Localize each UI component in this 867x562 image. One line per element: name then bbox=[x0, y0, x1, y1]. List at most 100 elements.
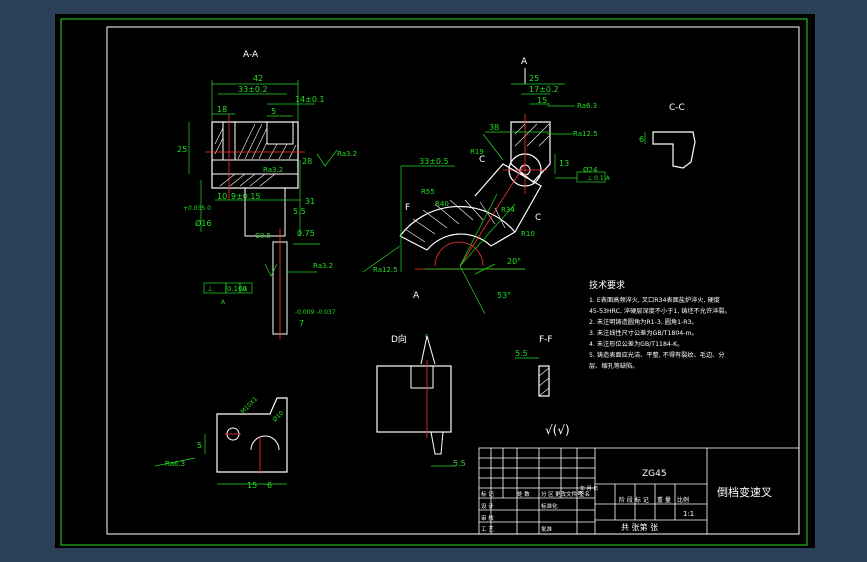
svg-text:标准化: 标准化 bbox=[541, 502, 558, 510]
gdt-symbol: ⊥ bbox=[207, 285, 213, 293]
dim-10: 10 bbox=[217, 192, 227, 201]
arrow-a-bottom: A bbox=[413, 291, 420, 301]
section-ff-view: F-F 5.5 √(√) bbox=[515, 335, 570, 437]
view-d-label: D向 bbox=[391, 333, 407, 345]
ra32-a: Ra3.2 bbox=[337, 150, 357, 158]
m-r10: R10 bbox=[521, 230, 535, 238]
bl-dim-6: 6 bbox=[267, 481, 272, 490]
ff-dim-55: 5.5 bbox=[515, 349, 528, 358]
dim-42: 42 bbox=[253, 74, 263, 83]
m-dim-15: 15 bbox=[537, 96, 547, 105]
svg-text:工 艺: 工 艺 bbox=[481, 526, 494, 533]
svg-text:层、缩孔等缺陷。: 层、缩孔等缺陷。 bbox=[589, 362, 639, 370]
part-name: 倒档变速叉 bbox=[717, 485, 772, 499]
m-ra63: Ra6.3 bbox=[577, 102, 597, 110]
dim-25: 25 bbox=[177, 145, 187, 154]
arrow-c-1: C bbox=[479, 155, 485, 165]
tech-title: 技术要求 bbox=[589, 279, 625, 291]
dim-9: 9±0.15 bbox=[231, 192, 261, 201]
arrow-a-top: A bbox=[521, 57, 528, 67]
gdt-value: 0.100 bbox=[227, 285, 247, 293]
sheet-count: 共 张第 张 bbox=[621, 522, 658, 532]
section-cc-view: C-C 6 bbox=[639, 103, 696, 169]
ra32-c: Ra3.2 bbox=[313, 262, 333, 270]
m-gdt: ⊥ 0.1 A bbox=[587, 175, 611, 182]
m-r40: R40 bbox=[435, 200, 449, 208]
dim-075: 0.75 bbox=[297, 229, 315, 238]
bl-d9: Ø10 bbox=[271, 410, 285, 424]
dim-16: Ø16 bbox=[195, 218, 211, 228]
c05: C0.5 bbox=[255, 232, 271, 240]
bl-dim-15: 15 bbox=[247, 481, 257, 490]
bottom-left-view: 5 15 6 Ra6.3 M10X1 Ø10 bbox=[154, 396, 288, 490]
technical-requirements: 技术要求 1. E表面高频淬火, 叉口R34表面盐炉淬火, 硬度 45-53HR… bbox=[589, 279, 731, 370]
svg-text:5. 铸造表面应光洁、平整, 不得有裂纹、毛边、分: 5. 铸造表面应光洁、平整, 不得有裂纹、毛边、分 bbox=[589, 351, 725, 359]
gdt-datum: A bbox=[242, 285, 247, 293]
svg-text:处 数: 处 数 bbox=[517, 490, 530, 498]
dim-5-5: 5.5 bbox=[293, 207, 306, 216]
m-ra125b: Ra12.5 bbox=[373, 266, 398, 274]
material: ZG45 bbox=[642, 469, 667, 479]
section-cc-label: C-C bbox=[669, 103, 685, 113]
m-dim-25: 25 bbox=[529, 74, 539, 83]
m-ra125a: Ra12.5 bbox=[573, 130, 598, 138]
svg-text:重 量: 重 量 bbox=[657, 496, 671, 504]
arrow-c-2: C bbox=[535, 213, 541, 223]
svg-text:年 月 日: 年 月 日 bbox=[580, 485, 598, 492]
outer-border bbox=[60, 18, 808, 546]
m-dim-24: Ø24 bbox=[583, 166, 598, 174]
section-aa-view: A-A bbox=[177, 50, 357, 339]
bl-ra63: Ra6.3 bbox=[165, 460, 185, 468]
tol-16: +0.035 0 bbox=[183, 205, 211, 212]
m-ang53: 53° bbox=[497, 291, 511, 300]
tol-7: -0.009 -0.037 bbox=[295, 309, 336, 316]
m-dim-13: 13 bbox=[559, 159, 569, 168]
svg-text:2. 未注明铸造圆角为R1-3, 圆角1-R3。: 2. 未注明铸造圆角为R1-3, 圆角1-R3。 bbox=[589, 318, 698, 326]
m-r34: R34 bbox=[501, 206, 515, 214]
roughness-symbol: √(√) bbox=[545, 423, 570, 437]
dim-31: 31 bbox=[305, 197, 315, 206]
m-r55: R55 bbox=[421, 188, 435, 196]
arrow-f: F bbox=[405, 203, 410, 213]
cc-dim-6: 6 bbox=[639, 135, 644, 144]
svg-text:设 计: 设 计 bbox=[481, 502, 494, 510]
dim-28: 28 bbox=[302, 157, 312, 166]
svg-text:审 核: 审 核 bbox=[481, 514, 494, 522]
svg-text:4. 未注形位公差为GB/T1184-K。: 4. 未注形位公差为GB/T1184-K。 bbox=[589, 340, 683, 348]
dim-33: 33±0.2 bbox=[238, 85, 268, 94]
main-fork-view: A bbox=[362, 57, 611, 315]
section-aa-label: A-A bbox=[243, 50, 259, 60]
inner-border bbox=[106, 26, 800, 535]
svg-text:签名: 签名 bbox=[579, 490, 590, 498]
ra32-b: Ra3.2 bbox=[263, 166, 283, 174]
cad-viewport[interactable]: A-A bbox=[55, 14, 815, 548]
svg-text:阶 段 标 记: 阶 段 标 记 bbox=[619, 496, 649, 504]
svg-text:更改文件号: 更改文件号 bbox=[555, 490, 583, 498]
dim-18: 18 bbox=[217, 105, 227, 114]
d-dim-55: 5.5 bbox=[453, 459, 466, 468]
datum-a: A bbox=[221, 299, 226, 306]
svg-text:分 区: 分 区 bbox=[541, 490, 554, 498]
m-dim-38: 38 bbox=[489, 123, 499, 132]
m-r19: R19 bbox=[470, 148, 484, 156]
scale: 1:1 bbox=[683, 510, 694, 518]
title-block-text: ZG45 倒档变速叉 1:1 共 张第 张 阶 段 标 记 重 量 比例 处 数… bbox=[481, 469, 772, 533]
svg-text:45-53HRC, 淬硬层深度不小于1, 铸坯不允许淬裂。: 45-53HRC, 淬硬层深度不小于1, 铸坯不允许淬裂。 bbox=[589, 307, 731, 315]
svg-text:标 记: 标 记 bbox=[481, 490, 494, 498]
dim-5: 5 bbox=[271, 107, 276, 116]
bl-m10: M10X1 bbox=[239, 396, 259, 416]
engineering-drawing: A-A bbox=[60, 18, 808, 546]
m-dim-33: 33±0.5 bbox=[419, 157, 449, 166]
section-ff-label: F-F bbox=[539, 335, 553, 345]
title-block bbox=[478, 447, 800, 535]
svg-text:3. 未注线性尺寸公差为GB/T1804-m。: 3. 未注线性尺寸公差为GB/T1804-m。 bbox=[589, 329, 698, 337]
svg-text:1. E表面高频淬火, 叉口R34表面盐炉淬火, 硬度: 1. E表面高频淬火, 叉口R34表面盐炉淬火, 硬度 bbox=[589, 296, 720, 304]
m-ang20: 20° bbox=[507, 257, 521, 266]
svg-text:批准: 批准 bbox=[541, 525, 553, 533]
dim-14: 14±0.1 bbox=[295, 95, 325, 104]
bl-dim-5: 5 bbox=[197, 441, 202, 450]
dim-7: 7 bbox=[299, 319, 304, 328]
view-d: D向 c 5.5 bbox=[376, 332, 466, 468]
m-dim-17: 17±0.2 bbox=[529, 85, 559, 94]
svg-text:比例: 比例 bbox=[677, 496, 689, 504]
